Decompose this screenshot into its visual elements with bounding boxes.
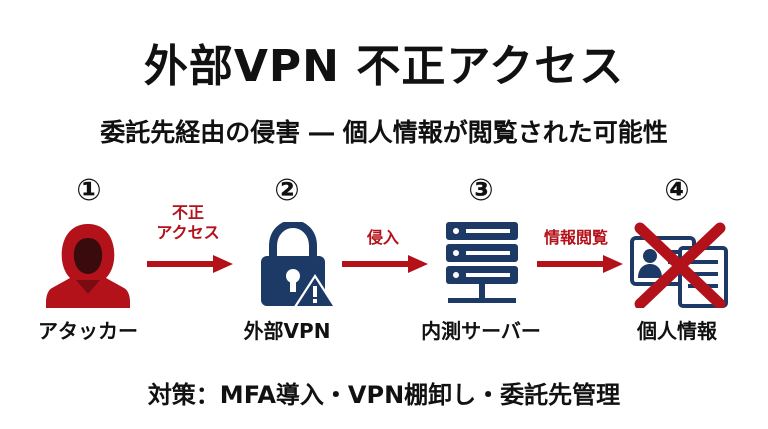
step-label-4: 個人情報: [637, 319, 717, 343]
server-icon: [446, 222, 518, 303]
step-number-4: ④: [664, 173, 690, 208]
step-label-3: 内測サーバー: [421, 319, 541, 343]
step-number-2: ②: [274, 173, 300, 208]
page-subtitle: 委託先経由の侵害 ― 個人情報が閲覧された可能性: [100, 118, 668, 147]
crossed-id-card-icon: [630, 222, 728, 308]
countermeasure-text: 対策：MFA導入・VPN棚卸し・委託先管理: [147, 381, 621, 409]
step-label-1: アタッカー: [38, 319, 138, 343]
step-number-3: ③: [468, 173, 494, 208]
arrow-2: [342, 255, 428, 273]
arrow-label-3: 情報閲覧: [543, 228, 608, 247]
arrow-label-2: 侵入: [366, 228, 399, 247]
step-number-1: ①: [76, 173, 102, 208]
arrow-3: [537, 255, 623, 273]
arrow-label-1-line1: 不正: [171, 203, 204, 222]
page-title: 外部VPN 不正アクセス: [143, 41, 625, 92]
arrow-label-1-line2: アクセス: [156, 223, 220, 242]
padlock-warning-icon: [261, 222, 337, 308]
hooded-attacker-icon: [46, 224, 130, 308]
arrow-1: [147, 255, 233, 273]
step-label-2: 外部VPN: [243, 319, 331, 343]
